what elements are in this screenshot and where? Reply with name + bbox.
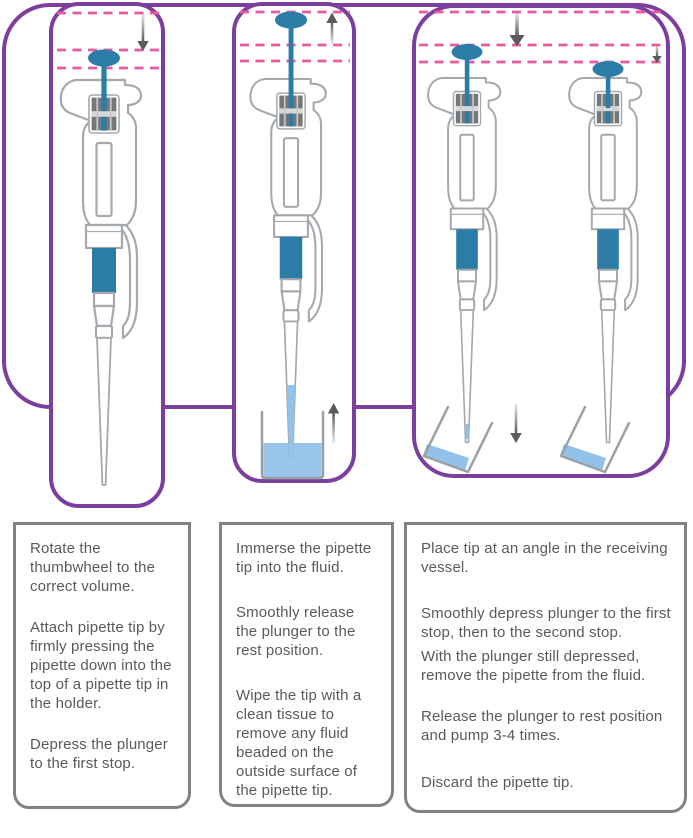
up-arrow-icon <box>327 403 340 443</box>
instruction-box-1: Rotate the thumbwheel to the correct vol… <box>13 522 191 809</box>
instruction-text: Place tip at an angle in the receiving v… <box>421 540 668 576</box>
instruction-text: Discard the pipette tip. <box>421 774 574 791</box>
instruction-text: Smoothly release the plunger to the rest… <box>236 604 356 659</box>
instruction-box-3: Place tip at an angle in the receiving v… <box>404 522 687 813</box>
plunger-icon <box>592 61 624 108</box>
step1-illustration <box>57 11 159 487</box>
instruction-text: Depress the plunger to the first stop. <box>30 736 168 772</box>
beaker-icon <box>260 410 325 480</box>
instruction-text: Attach pipette tip by firmly pressing th… <box>30 619 172 712</box>
plunger-icon <box>451 44 483 96</box>
pipette-illustration <box>427 77 502 444</box>
remaining-fluid <box>465 424 469 439</box>
plunger-icon <box>275 11 307 100</box>
down-arrow-icon <box>509 13 525 47</box>
stop-lines <box>419 10 664 64</box>
down-arrow-small-icon <box>652 45 662 63</box>
step3-illustration <box>419 10 664 474</box>
down-arrow-icon <box>137 14 149 51</box>
pipette-illustration <box>59 78 143 487</box>
instruction-text: Wipe the tip with a clean tissue to remo… <box>236 687 362 799</box>
plunger-icon <box>88 49 120 102</box>
up-arrow-icon <box>326 12 338 44</box>
down-arrow-icon <box>510 404 522 443</box>
instruction-text: With the plunger still depressed, remove… <box>421 648 646 684</box>
instruction-box-2: Immerse the pipette tip into the fluid. … <box>219 522 394 807</box>
instruction-text: Rotate the thumbwheel to the correct vol… <box>30 540 156 595</box>
instruction-text: Smoothly depress plunger to the first st… <box>421 605 671 641</box>
aspirated-fluid <box>286 385 296 443</box>
instruction-text: Release the plunger to rest position and… <box>421 708 663 744</box>
pipette-illustration <box>568 77 643 444</box>
step2-illustration <box>240 10 350 480</box>
instruction-text: Immerse the pipette tip into the fluid. <box>236 540 372 576</box>
